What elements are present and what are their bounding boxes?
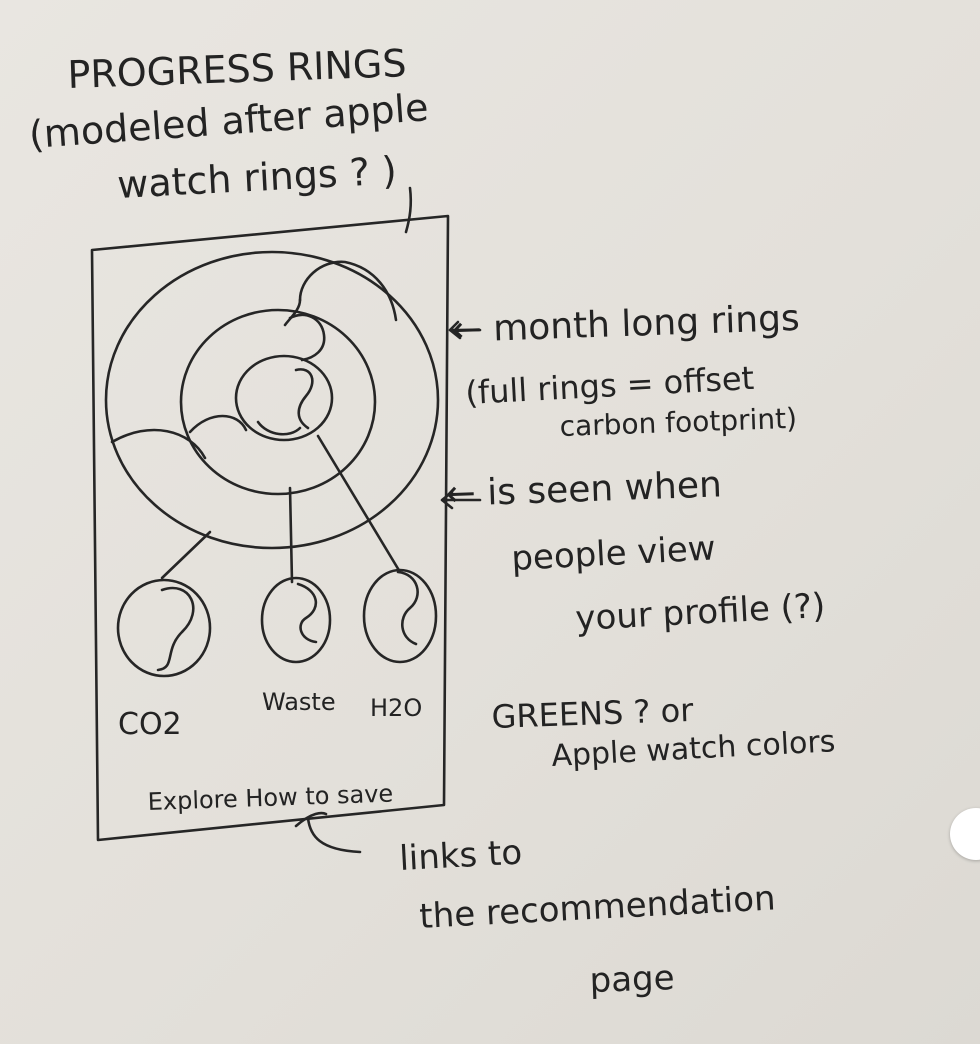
connector-waste bbox=[288, 486, 294, 584]
middle-ring-fill-segment bbox=[288, 313, 326, 362]
month-annotation-1: ← month long rings bbox=[451, 298, 800, 351]
sketch-title: PROGRESS RINGS (modeled after apple watc… bbox=[28, 41, 430, 207]
seen-annotation-1: ← is seen when bbox=[445, 464, 723, 515]
title-pointer-line bbox=[404, 186, 413, 234]
links-annotation-2: the recommendation bbox=[418, 878, 776, 937]
inner-progress-ring bbox=[234, 354, 334, 442]
outer-ring-fill-track bbox=[110, 260, 398, 460]
waste-ring-icon[interactable] bbox=[260, 576, 332, 664]
co2-ring-fill bbox=[156, 586, 195, 672]
explore-link[interactable]: Explore How to save bbox=[147, 779, 393, 816]
right-annotations: ← month long rings (full rings = offset … bbox=[398, 298, 836, 1001]
co2-ring-icon[interactable] bbox=[116, 578, 212, 678]
h2o-label[interactable]: H2O bbox=[370, 694, 422, 722]
outer-ring-fill-segment bbox=[283, 298, 302, 327]
outer-progress-ring bbox=[104, 250, 440, 550]
seen-annotation-2: people view bbox=[510, 528, 716, 579]
inner-ring-fill-segment bbox=[256, 368, 314, 436]
month-annotation-3: carbon footprint) bbox=[559, 402, 797, 443]
seen-arrow bbox=[440, 490, 482, 510]
waste-label[interactable]: Waste bbox=[262, 688, 336, 716]
waste-ring-fill bbox=[296, 582, 318, 644]
month-arrow bbox=[448, 320, 482, 340]
title-line-1: PROGRESS RINGS bbox=[67, 41, 407, 97]
phone-labels: CO2 Waste H2O Explore How to save bbox=[118, 688, 422, 816]
title-line-3: watch rings ? ) bbox=[116, 148, 398, 207]
links-annotation-1: links to bbox=[398, 833, 523, 879]
phone-frame bbox=[90, 214, 450, 842]
sketch-strokes bbox=[90, 186, 482, 854]
connector-co2 bbox=[160, 530, 212, 580]
connector-h2o bbox=[316, 434, 402, 574]
middle-progress-ring bbox=[179, 308, 377, 496]
seen-annotation-3: your profile (?) bbox=[574, 586, 826, 639]
h2o-ring-icon[interactable] bbox=[362, 568, 438, 664]
co2-label[interactable]: CO2 bbox=[118, 707, 182, 742]
links-annotation-3: page bbox=[589, 958, 675, 1001]
links-arrow bbox=[294, 811, 362, 854]
colors-annotation-1: GREENS ? or bbox=[491, 691, 695, 736]
h2o-ring-fill bbox=[396, 570, 419, 646]
middle-ring-fill-track bbox=[188, 414, 248, 434]
